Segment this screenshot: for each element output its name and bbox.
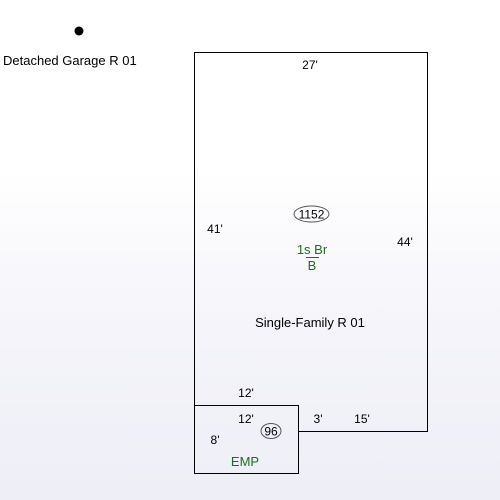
porch-label: EMP	[231, 454, 259, 469]
house-area-ellipse	[293, 205, 330, 223]
house-dim-right: 44'	[397, 235, 413, 249]
house-label: Single-Family R 01	[255, 315, 365, 330]
house-dim-bottom-right: 15'	[354, 412, 370, 426]
house-dim-left: 41'	[207, 222, 223, 236]
house-area: 1152	[299, 208, 325, 222]
house-story-code: 1s Br	[297, 242, 328, 257]
garage-marker	[74, 26, 84, 36]
porch-area: 96	[264, 425, 278, 439]
house-dim-bottom-left: 12'	[238, 386, 254, 400]
porch-area-ellipse	[260, 423, 282, 439]
house-dim-bottom-step: 3'	[314, 412, 323, 426]
porch-dim-left: 8'	[211, 433, 220, 447]
porch-outline	[194, 405, 299, 474]
porch-dim-top: 12'	[238, 412, 254, 426]
house-dim-top: 27'	[302, 58, 318, 72]
house-basement-code: B	[308, 258, 317, 273]
garage-label: Detached Garage R 01	[3, 53, 137, 68]
